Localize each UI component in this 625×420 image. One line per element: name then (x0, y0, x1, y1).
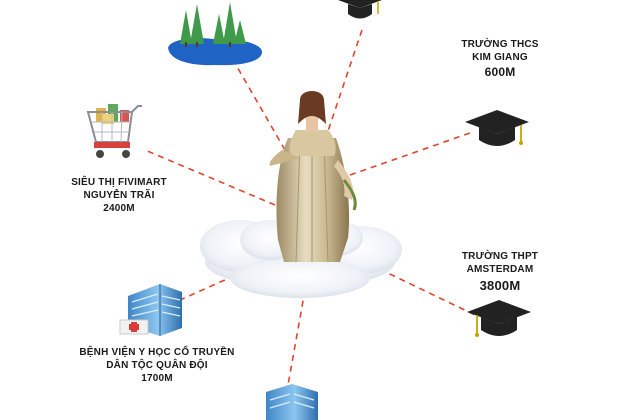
kim-giang-distance: 600M (484, 65, 516, 79)
kim-giang-school-label: TRƯỜNG THCS KIM GIANG 600M (440, 38, 560, 80)
kim-giang-name-line1: TRƯỜNG THCS (461, 39, 539, 50)
hospital-name-line1: BỆNH VIỆN Y HỌC CỔ TRUYỀN (79, 347, 235, 358)
line-to-bottom-building (287, 289, 306, 386)
shopping-cart-icon (86, 104, 142, 158)
supermarket-name-line1: SIÊU THỊ FIVIMART (71, 177, 167, 188)
hospital-building-icon (119, 284, 182, 336)
kim-giang-cap-icon (465, 110, 529, 146)
hospital-name-line2: DÂN TỘC QUÂN ĐỘI (106, 360, 208, 371)
supermarket-name-line2: NGUYỄN TRÃI (83, 190, 155, 201)
amsterdam-cap-icon (467, 300, 531, 337)
kim-giang-name-line2: KIM GIANG (472, 52, 528, 63)
hospital-label: BỆNH VIỆN Y HỌC CỔ TRUYỀN DÂN TỘC QUÂN Đ… (52, 346, 262, 385)
amsterdam-school-label: TRƯỜNG THPT AMSTERDAM 3800M (440, 250, 560, 295)
line-to-park (231, 57, 286, 151)
supermarket-label: SIÊU THỊ FIVIMART NGUYỄN TRÃI 2400M (44, 176, 194, 215)
amsterdam-name-line1: TRƯỜNG THPT (461, 251, 539, 262)
hospital-distance: 1700M (141, 373, 173, 384)
line-to-kim-giang (349, 132, 471, 176)
goddess-figure (269, 91, 357, 263)
amsterdam-name-line2: AMSTERDAM (466, 264, 534, 275)
amsterdam-distance: 3800M (479, 278, 521, 293)
goddess-on-cloud-illustration (200, 91, 402, 298)
office-building-icon (266, 384, 318, 420)
line-to-supermarket (144, 149, 276, 206)
lake-park-icon (168, 2, 262, 66)
line-to-top-school (324, 29, 363, 141)
top-school-cap-icon (338, 0, 382, 19)
supermarket-distance: 2400M (103, 203, 135, 214)
